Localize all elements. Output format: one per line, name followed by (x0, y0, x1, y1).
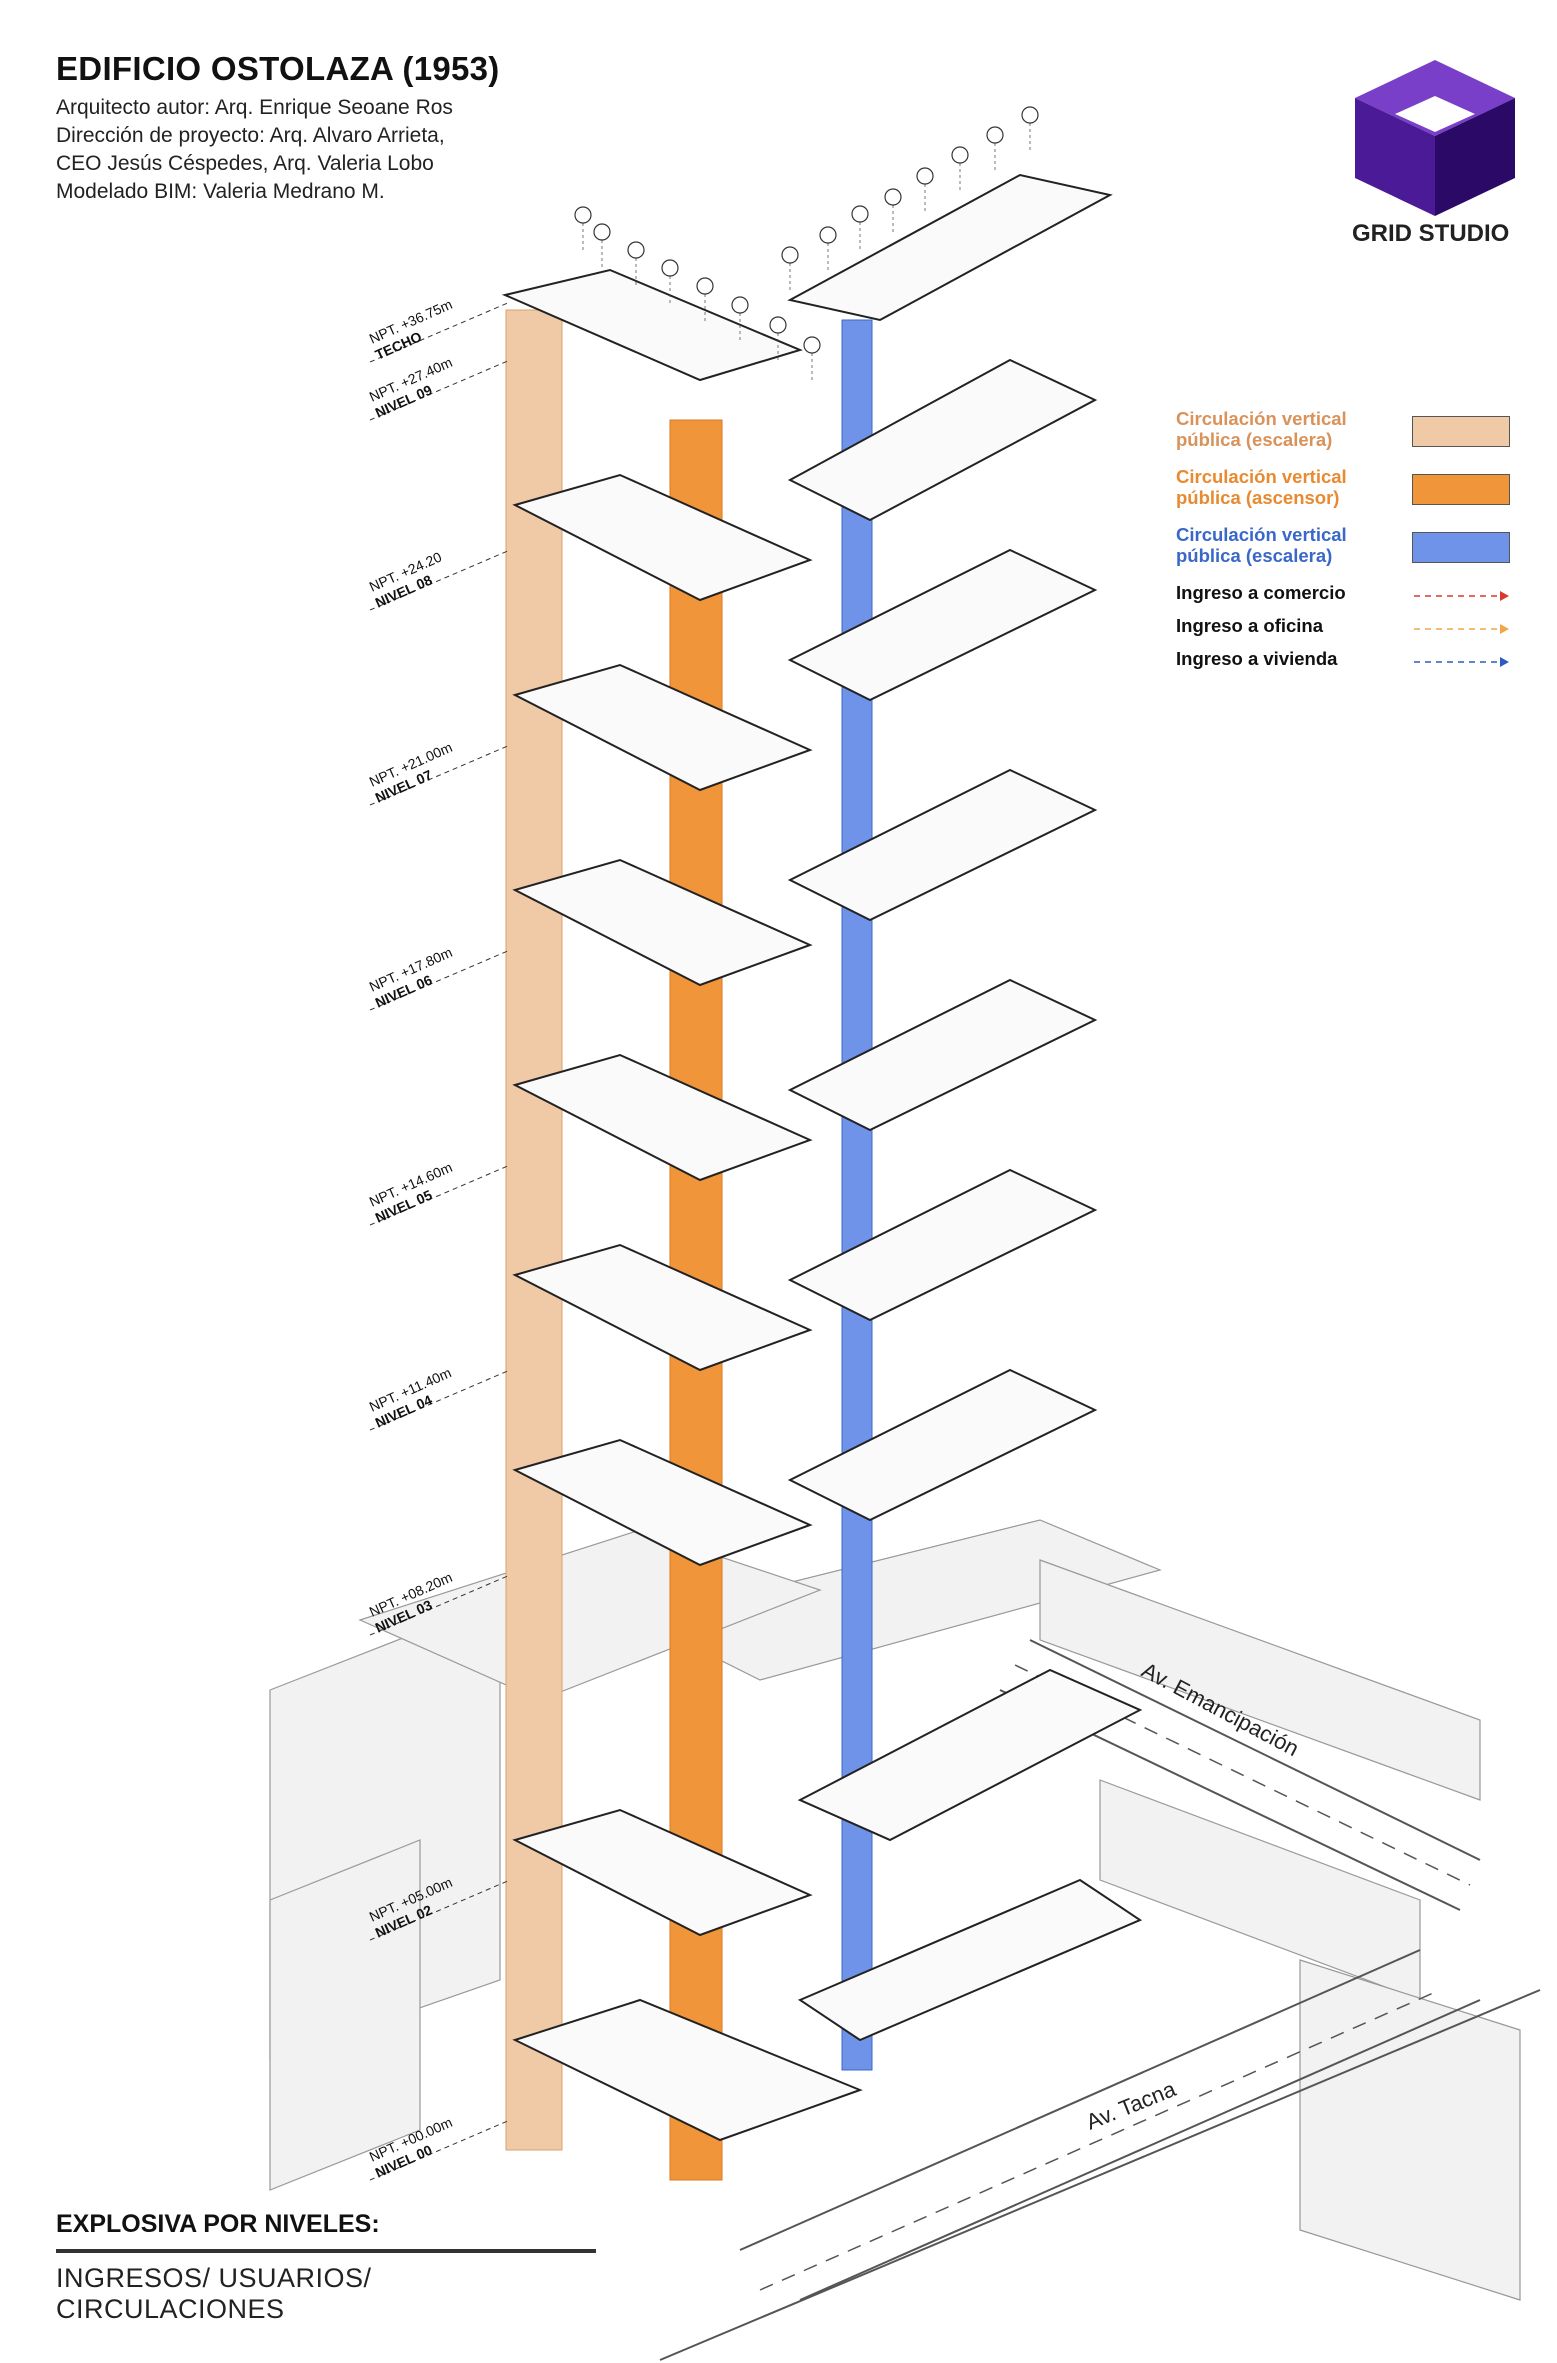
grid-bubble (661, 259, 679, 277)
grid-bubble (851, 205, 869, 223)
legend-item: Ingreso a vivienda (1176, 648, 1526, 681)
credit-line: Modelado BIM: Valeria Medrano M. (56, 180, 385, 203)
dashed-arrow-icon (1414, 657, 1509, 667)
legend-label: Circulación vertical pública (ascensor) (1176, 466, 1347, 508)
credit-line: CEO Jesús Céspedes, Arq. Valeria Lobo (56, 152, 434, 175)
grid-bubble (986, 126, 1004, 144)
grid-bubble (627, 241, 645, 259)
dashed-arrow-icon (1414, 624, 1509, 634)
grid-bubble (1021, 106, 1039, 124)
credit-line: Dirección de proyecto: Arq. Alvaro Arrie… (56, 124, 445, 147)
legend-label: Ingreso a oficina (1176, 615, 1324, 636)
grid-studio-logo-icon (1355, 60, 1515, 216)
page-title: EDIFICIO OSTOLAZA (1953) (56, 50, 500, 87)
level-leader-line (369, 1574, 511, 1636)
footer-block: EXPLOSIVA POR NIVELES: INGRESOS/ USUARIO… (56, 2210, 596, 2325)
legend-item: Ingreso a comercio (1176, 582, 1526, 615)
legend-item: Circulación vertical pública (escalera) (1176, 524, 1526, 582)
level-leader-line (369, 2119, 511, 2181)
context-buildings (269, 1519, 1521, 2301)
grid-bubble (951, 146, 969, 164)
legend-label: Circulación vertical pública (escalera) (1176, 408, 1347, 450)
legend-swatch (1412, 474, 1510, 505)
floor-plates-right (787, 173, 1143, 2042)
legend-item: Circulación vertical pública (ascensor) (1176, 466, 1526, 524)
grid-bubble (769, 316, 787, 334)
level-leader-line (369, 301, 511, 363)
dashed-arrow-icon (1414, 591, 1509, 601)
legend-label: Ingreso a comercio (1176, 582, 1346, 603)
grid-bubble (884, 188, 902, 206)
level-leader-line (369, 949, 511, 1011)
level-leader-line (369, 744, 511, 806)
legend: Circulación vertical pública (escalera) … (1176, 408, 1526, 681)
street-label-tacna: Av. Tacna (1083, 2076, 1180, 2135)
title-block: EDIFICIO OSTOLAZA (1953) Arquitecto auto… (56, 50, 500, 206)
legend-swatch (1412, 416, 1510, 447)
grid-bubble (916, 167, 934, 185)
grid-bubble (781, 246, 799, 264)
footer-subtitle: INGRESOS/ USUARIOS/ CIRCULACIONES (56, 2263, 372, 2324)
logo-text: GRID STUDIO (1352, 220, 1510, 247)
level-leader-line (369, 359, 511, 421)
grid-bubbles (574, 106, 1039, 381)
legend-item: Ingreso a oficina (1176, 615, 1526, 648)
level-leader-line (369, 1164, 511, 1226)
grid-bubble (819, 226, 837, 244)
grid-bubble (574, 206, 592, 224)
level-leader-line (369, 549, 511, 611)
level-leader-line (369, 1879, 511, 1941)
grid-bubble (803, 336, 821, 354)
grid-bubble (696, 277, 714, 295)
footer-title: EXPLOSIVA POR NIVELES: (56, 2210, 596, 2253)
credit-line: Arquitecto autor: Arq. Enrique Seoane Ro… (56, 96, 453, 119)
level-leader-line (369, 1369, 511, 1431)
legend-label: Ingreso a vivienda (1176, 648, 1338, 669)
floor-plates-left (501, 268, 863, 2142)
legend-item: Circulación vertical pública (escalera) (1176, 408, 1526, 466)
legend-label: Circulación vertical pública (escalera) (1176, 524, 1347, 566)
grid-bubble (593, 223, 611, 241)
stair-core-light (505, 309, 563, 2151)
legend-swatch (1412, 532, 1510, 563)
grid-bubble (731, 296, 749, 314)
